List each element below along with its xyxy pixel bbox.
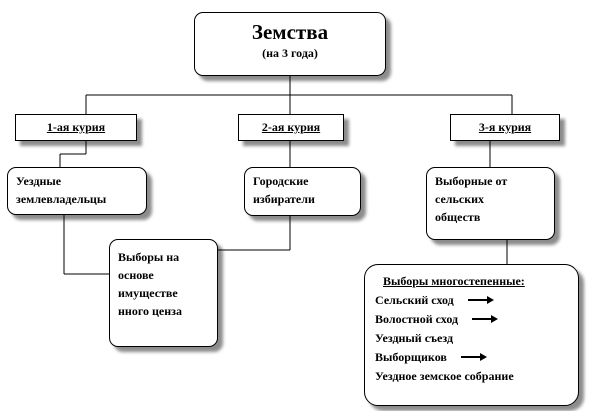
multistage-heading: Выборы многостепенные: xyxy=(383,274,525,288)
rural-voters-line-1: Выборные от xyxy=(435,174,508,188)
step-label: Сельский сход xyxy=(375,292,454,307)
step-label: Волостной сход xyxy=(375,311,459,326)
rural-voters-line-3: обществ xyxy=(435,210,481,224)
arrow-right-icon xyxy=(467,295,494,304)
property-census-line-4: нного ценза xyxy=(118,304,182,318)
curia-3-label: 3-я курия xyxy=(478,120,532,134)
diagram-title: Земства xyxy=(251,20,329,44)
curia-2-label: 2-ая курия xyxy=(261,120,321,134)
property-census-line-3: имуществе xyxy=(118,286,178,300)
property-census-box: Выборы на основе имуществе нного ценза xyxy=(109,239,218,347)
multistage-step: Уездное земское собрание xyxy=(375,366,568,385)
multistage-elections-box: Выборы многостепенные: Сельский сход Вол… xyxy=(364,264,579,406)
landowners-line-1: Уездные xyxy=(16,174,62,188)
multistage-step: Волостной сход xyxy=(375,309,568,328)
diagram-subtitle: (на 3 года) xyxy=(262,46,318,60)
curia-2-box: 2-ая курия xyxy=(238,114,344,141)
multistage-step: Сельский сход xyxy=(375,290,568,309)
rural-voters-line-2: сельских xyxy=(435,192,485,206)
arrow-right-icon xyxy=(460,352,487,361)
curia-1-label: 1-ая курия xyxy=(46,120,106,134)
property-census-line-1: Выборы на xyxy=(118,250,180,264)
city-voters-line-2: избиратели xyxy=(253,192,315,206)
landowners-line-2: землевладельцы xyxy=(16,192,107,206)
rural-voters-box: Выборные от сельских обществ xyxy=(426,167,555,240)
landowners-box: Уездные землевладельцы xyxy=(7,167,147,215)
zemstvo-title-box: Земства (на 3 года) xyxy=(194,12,386,76)
step-label: Выборщиков xyxy=(375,349,447,364)
curia-3-box: 3-я курия xyxy=(450,114,560,141)
arrow-right-icon xyxy=(472,314,499,323)
city-voters-box: Городские избиратели xyxy=(244,167,361,216)
step-label: Уездный съезд xyxy=(375,330,454,345)
property-census-line-2: основе xyxy=(118,268,154,282)
curia-1-box: 1-ая курия xyxy=(15,114,137,141)
step-label: Уездное земское собрание xyxy=(375,368,514,383)
multistage-steps-list: Сельский сход Волостной сход Уездный съе… xyxy=(375,290,568,385)
multistage-step: Выборщиков xyxy=(375,347,568,366)
multistage-step: Уездный съезд xyxy=(375,328,568,347)
city-voters-line-1: Городские xyxy=(253,174,309,188)
